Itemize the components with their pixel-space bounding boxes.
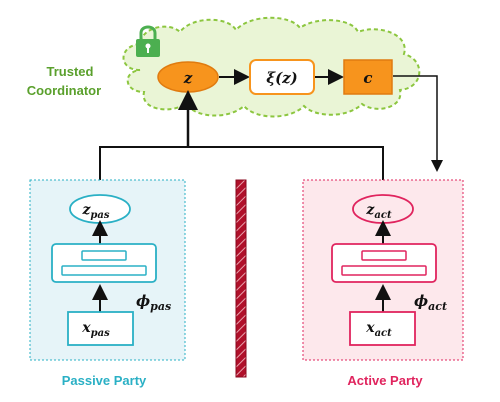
active-x-node: xact <box>349 311 416 346</box>
svg-text:xact: xact <box>365 320 392 339</box>
svg-text:xpas: xpas <box>81 320 110 339</box>
svg-text:zact: zact <box>365 202 392 221</box>
passive-model-block <box>51 243 157 283</box>
active-z-sub: act <box>374 210 392 221</box>
passive-phi-sub: pas <box>150 300 171 313</box>
active-phi-main: ϕ <box>414 292 428 310</box>
active-x-sub: act <box>375 328 393 339</box>
active-phi-sub: act <box>428 300 447 313</box>
c-node: c <box>343 59 393 95</box>
passive-x-node: xpas <box>67 311 134 346</box>
passive-party-label: Passive Party <box>62 373 147 388</box>
xi-node-label: ξ(z) <box>266 69 298 87</box>
passive-x-sub: pas <box>91 328 110 339</box>
passive-z-sub: pas <box>90 210 109 221</box>
passive-x-main: x <box>81 320 91 336</box>
arrowhead-c-to-active <box>431 160 443 172</box>
z-node: z <box>157 61 219 93</box>
c-node-label: c <box>363 69 372 87</box>
passive-z-main: z <box>81 202 91 218</box>
passive-z-node: zpas <box>69 194 131 224</box>
passive-phi-main: ϕ <box>136 292 150 310</box>
active-z-main: z <box>365 202 375 218</box>
xi-node: ξ(z) <box>249 59 315 95</box>
lock-icon <box>136 25 160 57</box>
active-model-block <box>331 243 437 283</box>
active-z-node: zact <box>352 194 414 224</box>
svg-text:ϕpas: ϕpas <box>136 292 171 313</box>
privacy-barrier <box>235 179 247 378</box>
active-x-main: x <box>365 320 375 336</box>
connector-parties-bus <box>99 146 384 196</box>
svg-text:ϕact: ϕact <box>414 292 447 313</box>
svg-text:zpas: zpas <box>81 202 109 221</box>
z-node-label: z <box>183 69 193 87</box>
connector-c-to-active <box>393 75 438 160</box>
coordinator-title-line1: Trusted <box>47 64 94 79</box>
active-party-label: Active Party <box>347 373 423 388</box>
coordinator-title-line2: Coordinator <box>27 83 101 98</box>
